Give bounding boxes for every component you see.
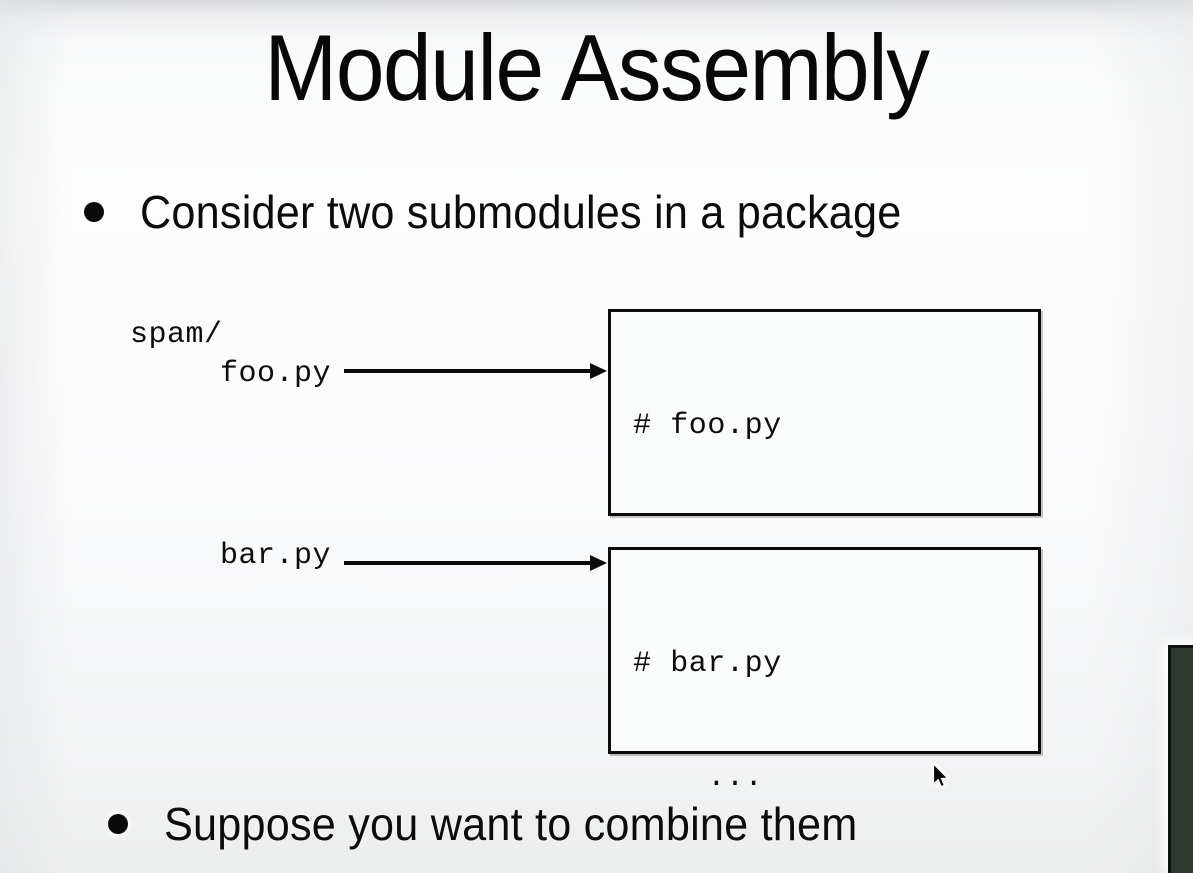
bullet-suppose: Suppose you want to combine them: [108, 797, 902, 851]
bullet-suppose-label: Suppose you want to combine them: [164, 798, 858, 850]
tree-label-package: spam/: [130, 318, 223, 352]
arrow-bar-py-to-code: [344, 553, 607, 573]
tree-label-bar-py: bar.py: [220, 539, 332, 573]
arrow-shaft: [344, 369, 594, 373]
code-line: # foo.py: [633, 409, 782, 443]
bullet-consider: Consider two submodules in a package: [84, 185, 950, 239]
code-line: ...: [633, 761, 764, 795]
code-line: # bar.py: [633, 647, 782, 681]
background-window-edge: [1168, 645, 1193, 873]
code-line: [633, 764, 1038, 796]
arrow-head-icon: [590, 363, 607, 379]
code-box-bar-body: # bar.py class Bar(object): ... ...: [611, 550, 1038, 873]
page-title: Module Assembly: [264, 15, 930, 120]
arrow-shaft: [344, 561, 594, 565]
bullet-dot-icon: [84, 202, 104, 222]
arrow-foo-py-to-code: [344, 361, 607, 381]
mouse-pointer-icon: [932, 763, 949, 788]
code-box-bar: # bar.py class Bar(object): ... ...: [608, 547, 1041, 754]
tree-label-foo-py: foo.py: [220, 357, 332, 391]
bullet-dot-icon: [108, 814, 128, 834]
arrow-head-icon: [590, 555, 607, 571]
bullet-consider-label: Consider two submodules in a package: [140, 186, 902, 238]
code-box-foo: # foo.py class Foo(object): ... ...: [608, 309, 1041, 795]
